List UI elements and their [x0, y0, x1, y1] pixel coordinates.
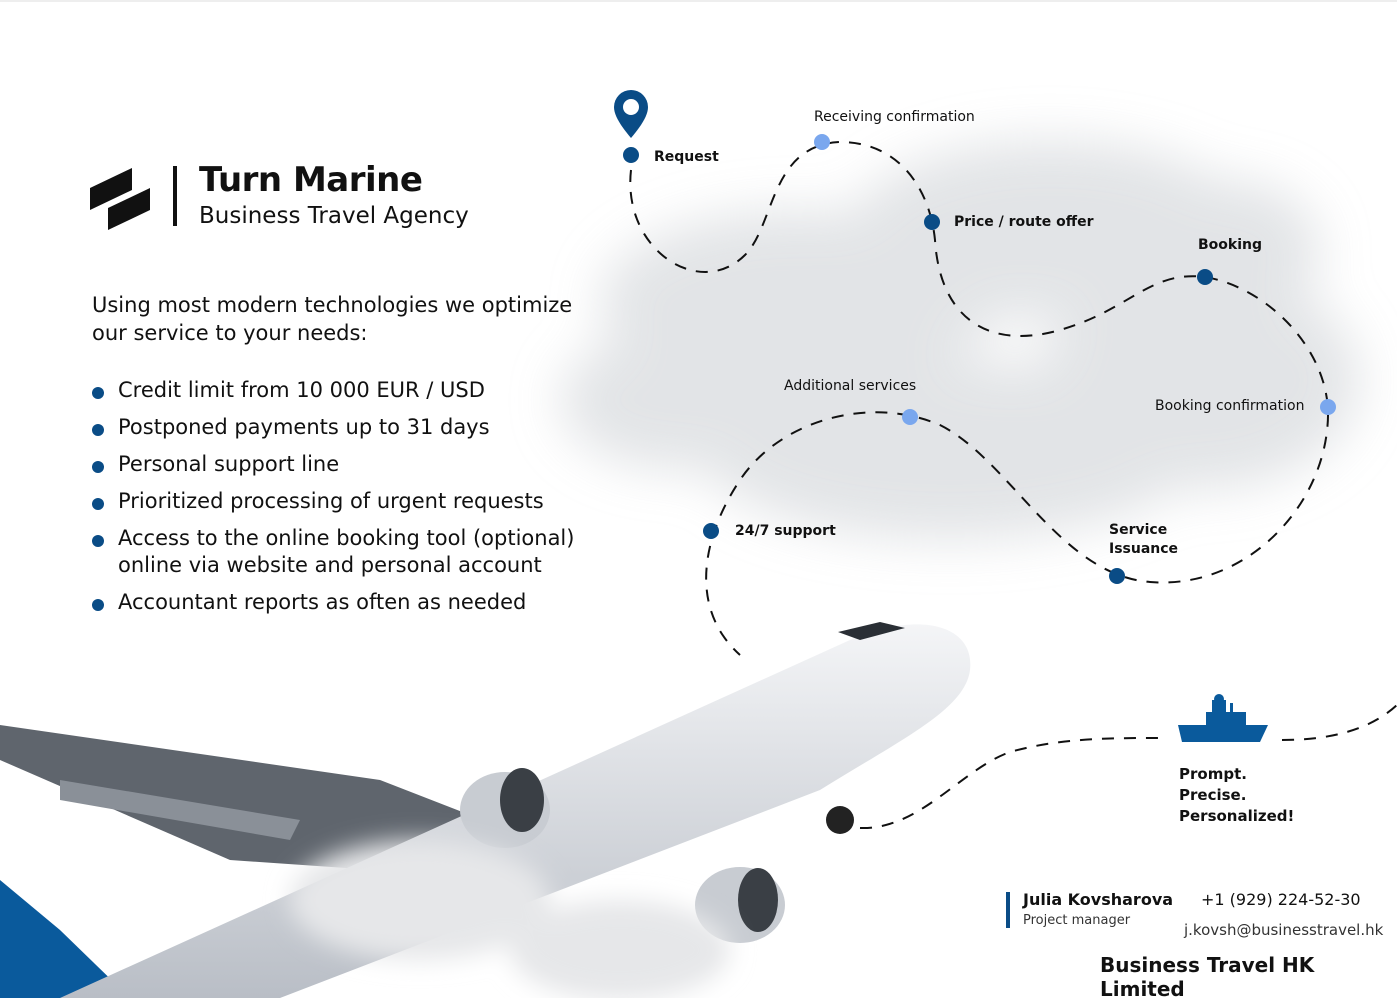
list-item: Postponed payments up to 31 days [92, 414, 588, 441]
logo-mark [90, 168, 150, 230]
list-item: Prioritized processing of urgent request… [92, 488, 588, 515]
step-dots [623, 134, 1336, 584]
step-booking: Booking [1198, 237, 1263, 253]
location-pin-icon [614, 90, 648, 138]
contact-phone[interactable]: +1 (929) 224-52-30 [1201, 890, 1361, 909]
intro-text: Using most modern technologies we optimi… [92, 293, 573, 345]
step-receiving-confirmation: Receiving confirmation [814, 109, 975, 125]
airplane-image [0, 622, 971, 998]
step-additional-services: Additional services [784, 378, 917, 394]
step-support: 24/7 support [735, 523, 836, 539]
slogan: Prompt. Precise. Personalized! [1179, 765, 1295, 825]
step-service-issuance: Service Issuance [1109, 522, 1179, 557]
route-path [629, 140, 1397, 830]
contact-divider [1006, 892, 1010, 928]
brand-name: Turn Marine [199, 160, 423, 200]
brand-tagline: Business Travel Agency [199, 203, 469, 229]
list-item: Access to the online booking tool (optio… [92, 525, 588, 579]
step-booking-confirmation: Booking confirmation [1155, 398, 1305, 414]
feature-list: Credit limit from 10 000 EUR / USD Postp… [92, 377, 588, 626]
contact-role: Project manager [1023, 913, 1131, 928]
contact-name: Julia Kovsharova [1023, 890, 1174, 909]
company-name: Business Travel HK Limited [1100, 953, 1315, 1001]
clouds [560, 140, 1360, 540]
list-item: Credit limit from 10 000 EUR / USD [92, 377, 588, 404]
list-item: Accountant reports as often as needed [92, 589, 588, 616]
list-item: Personal support line [92, 451, 588, 478]
brand-divider [173, 166, 177, 226]
step-price-offer: Price / route offer [954, 214, 1094, 230]
contact-email[interactable]: j.kovsh@businesstravel.hk [1184, 921, 1384, 939]
step-request: Request [654, 149, 719, 165]
ship-icon [1178, 694, 1268, 742]
